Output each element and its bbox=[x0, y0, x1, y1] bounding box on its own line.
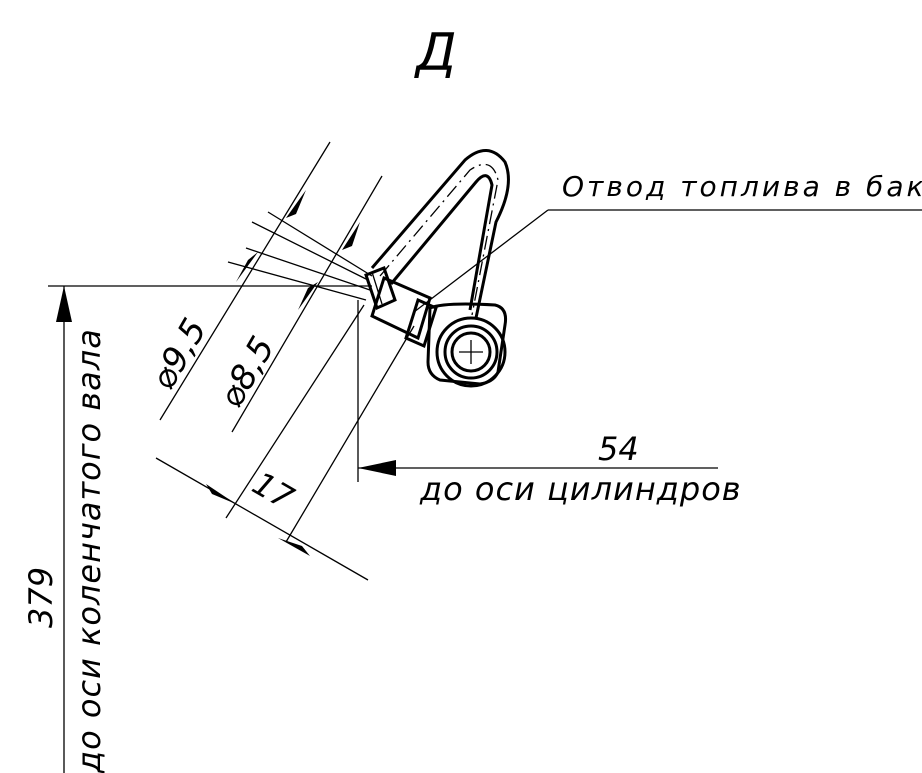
cylinder-offset-dimension bbox=[357, 300, 718, 482]
dim-crankshaft-offset-label: до оси коленчатого вала bbox=[70, 328, 108, 773]
dim-crankshaft-offset: 379 bbox=[22, 567, 60, 628]
diameter-dimension-lines bbox=[159, 141, 383, 433]
length-dimension-lines bbox=[155, 304, 415, 581]
dim-diameter-large: ⌀9,5 bbox=[143, 312, 215, 397]
dim-length: 17 bbox=[246, 464, 301, 518]
crankshaft-offset-dimension bbox=[48, 285, 372, 773]
dim-diameter-small: ⌀8,5 bbox=[211, 330, 283, 415]
dim-cylinder-offset-label: до оси цилиндров bbox=[419, 470, 742, 508]
callout-leader bbox=[413, 209, 922, 313]
callout-label: Отвод топлива в бак bbox=[562, 170, 922, 203]
fuel-return-pipe bbox=[364, 149, 510, 388]
dim-cylinder-offset: 54 bbox=[598, 430, 639, 468]
view-label: Д bbox=[414, 23, 457, 83]
